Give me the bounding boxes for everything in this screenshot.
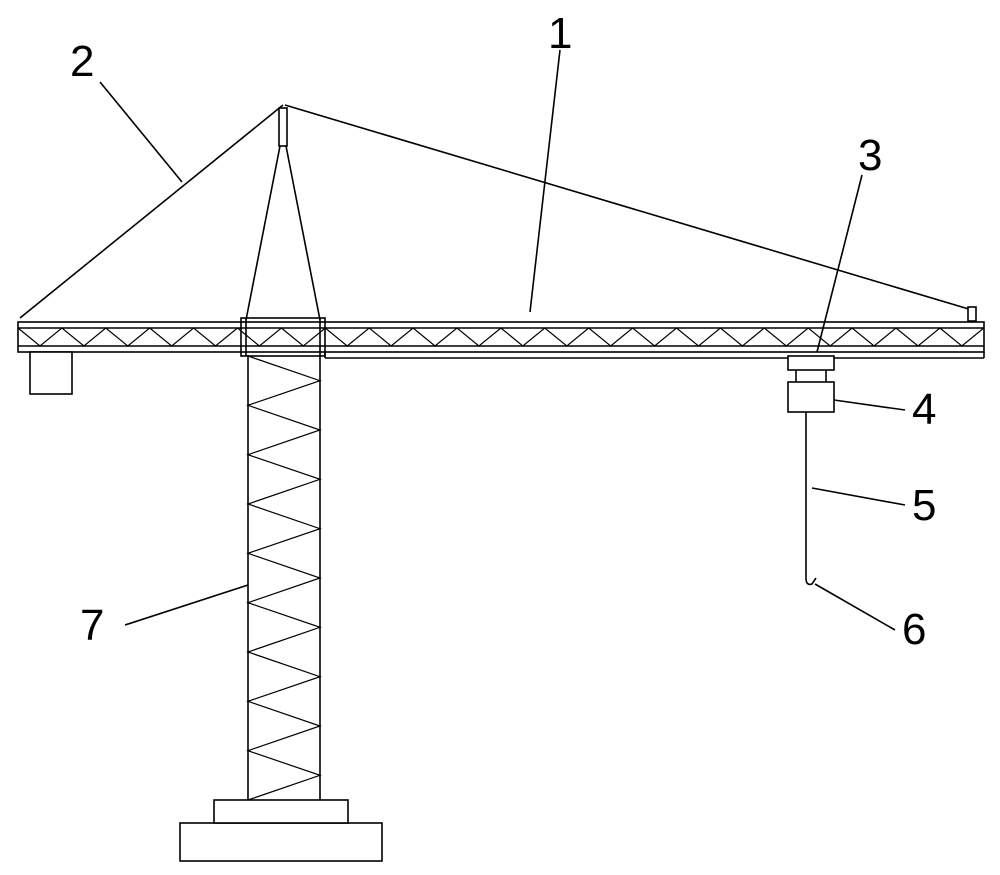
jib-chord-frame bbox=[17, 321, 985, 353]
crane-base bbox=[179, 799, 383, 862]
callout-label-7: 7 bbox=[80, 601, 104, 650]
leader-lines bbox=[99, 49, 906, 631]
base-slab-upper bbox=[213, 799, 349, 824]
callout-label-6: 6 bbox=[902, 605, 926, 654]
leader-line-1 bbox=[529, 49, 561, 313]
counter-jib-stay-cable bbox=[19, 104, 284, 319]
callout-label-3: 3 bbox=[858, 131, 882, 180]
leader-line-4 bbox=[833, 399, 906, 411]
leader-line-6 bbox=[814, 583, 896, 631]
trolley bbox=[787, 355, 835, 371]
hook bbox=[805, 564, 817, 586]
callout-label-5: 5 bbox=[912, 481, 936, 530]
leader-line-2 bbox=[99, 81, 183, 183]
callout-label-2: 2 bbox=[70, 37, 94, 86]
hoisting-assembly bbox=[787, 355, 835, 586]
stay-cables bbox=[19, 104, 977, 322]
base-slab-lower bbox=[179, 822, 383, 862]
slewing-joint-frame bbox=[240, 317, 326, 357]
leader-line-7 bbox=[124, 584, 249, 626]
jib-tip-cap bbox=[967, 306, 977, 322]
tower-mast bbox=[246, 355, 322, 801]
jib-lacing bbox=[17, 327, 985, 347]
callout-labels: 1 2 3 4 5 6 7 bbox=[70, 9, 936, 654]
mast-lacing bbox=[246, 355, 322, 801]
tower-head-right-leg bbox=[285, 145, 321, 321]
tower-head-left-leg bbox=[245, 145, 281, 321]
leader-line-3 bbox=[816, 174, 863, 353]
hoist-block bbox=[787, 381, 835, 413]
jib-truss bbox=[17, 317, 985, 359]
jib-stay-cable bbox=[284, 104, 973, 311]
tower-head bbox=[245, 107, 321, 321]
tower-head-post bbox=[278, 107, 288, 147]
counterweight-block bbox=[29, 351, 73, 395]
callout-label-4: 4 bbox=[912, 385, 936, 434]
leader-line-5 bbox=[811, 487, 906, 506]
callout-label-1: 1 bbox=[548, 9, 572, 58]
